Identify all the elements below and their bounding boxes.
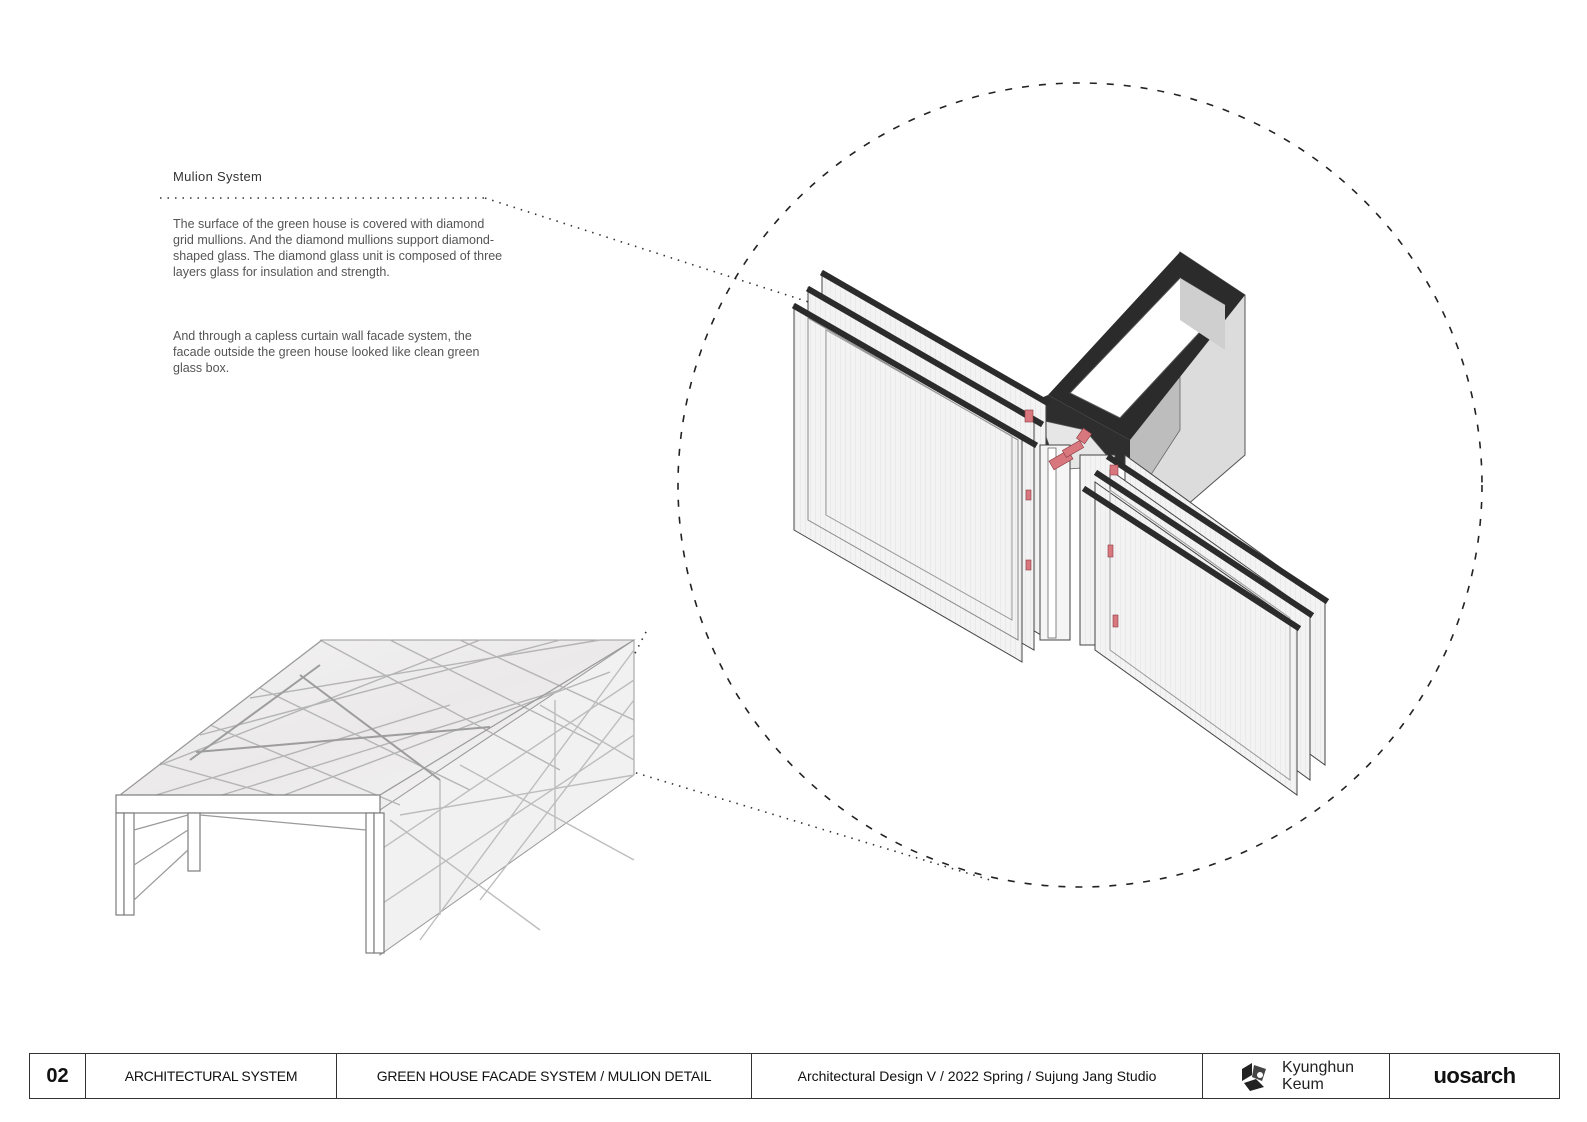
drawing-title: GREEN HOUSE FACADE SYSTEM / MULION DETAI… — [337, 1054, 752, 1098]
annotation-paragraph-1: The surface of the green house is covere… — [173, 217, 503, 279]
author-last-name: Keum — [1281, 1076, 1324, 1093]
sheet-number: 02 — [30, 1054, 86, 1098]
title-block: 02 ARCHITECTURAL SYSTEM GREEN HOUSE FACA… — [29, 1053, 1560, 1099]
magnified-detail-circle — [677, 82, 1483, 888]
author-logo-icon — [1241, 1063, 1266, 1091]
school-logo: uosarch — [1433, 1063, 1516, 1088]
annotation-paragraph-2: And through a capless curtain wall facad… — [173, 329, 480, 375]
mullion-detail-axonometric — [791, 251, 1330, 796]
left-glass-unit — [793, 271, 1047, 663]
author-block: Kyunghun Keum — [1203, 1054, 1390, 1098]
section-title: ARCHITECTURAL SYSTEM — [86, 1054, 337, 1098]
leader-lines — [160, 197, 991, 881]
right-glass-unit — [1094, 454, 1326, 796]
school-block: uosarch — [1390, 1054, 1559, 1098]
course-info: Architectural Design V / 2022 Spring / S… — [752, 1054, 1203, 1098]
annotation-heading: Mulion System — [173, 169, 263, 184]
author-first-name: Kyunghun — [1281, 1059, 1355, 1076]
greenhouse-axonometric — [115, 639, 636, 956]
gaskets — [1024, 409, 1119, 628]
